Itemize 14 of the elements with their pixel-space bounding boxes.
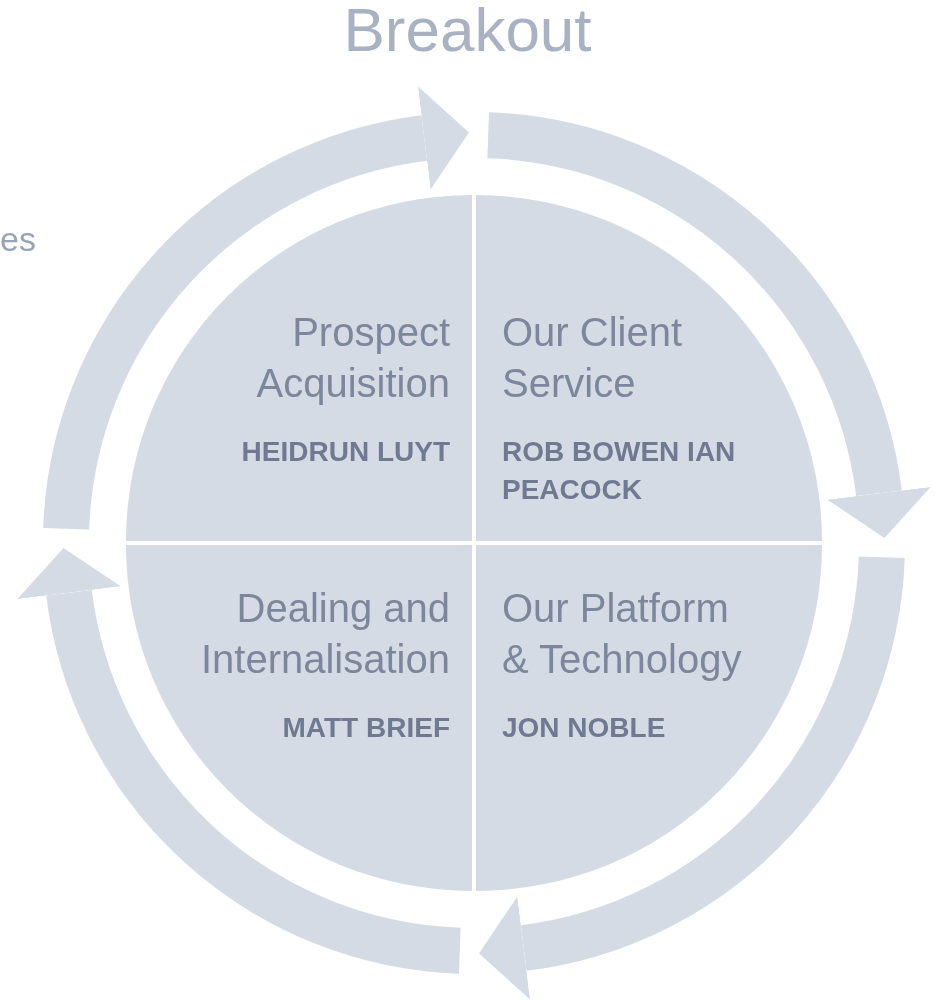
quadrant-title: Prospect Acquisition xyxy=(255,309,450,407)
quadrant-segment xyxy=(126,195,472,541)
cut-off-text: es xyxy=(0,220,36,259)
quadrant-title: Our Client Service xyxy=(502,309,684,407)
diagram-title: Breakout xyxy=(342,0,593,65)
person-name: ROB BOWEN IAN PEACOCK xyxy=(502,435,737,507)
person-name: HEIDRUN LUYT xyxy=(240,435,450,469)
quadrant-segment xyxy=(126,545,472,891)
quadrant-segment xyxy=(476,195,822,541)
quadrant-title: Dealing and Internalisation xyxy=(199,585,450,683)
quadrant-title: Our Platform & Technology xyxy=(502,585,743,683)
person-name: JON NOBLE xyxy=(502,711,667,745)
person-name: MATT BRIEF xyxy=(281,711,450,745)
quadrant-segment xyxy=(476,545,822,891)
